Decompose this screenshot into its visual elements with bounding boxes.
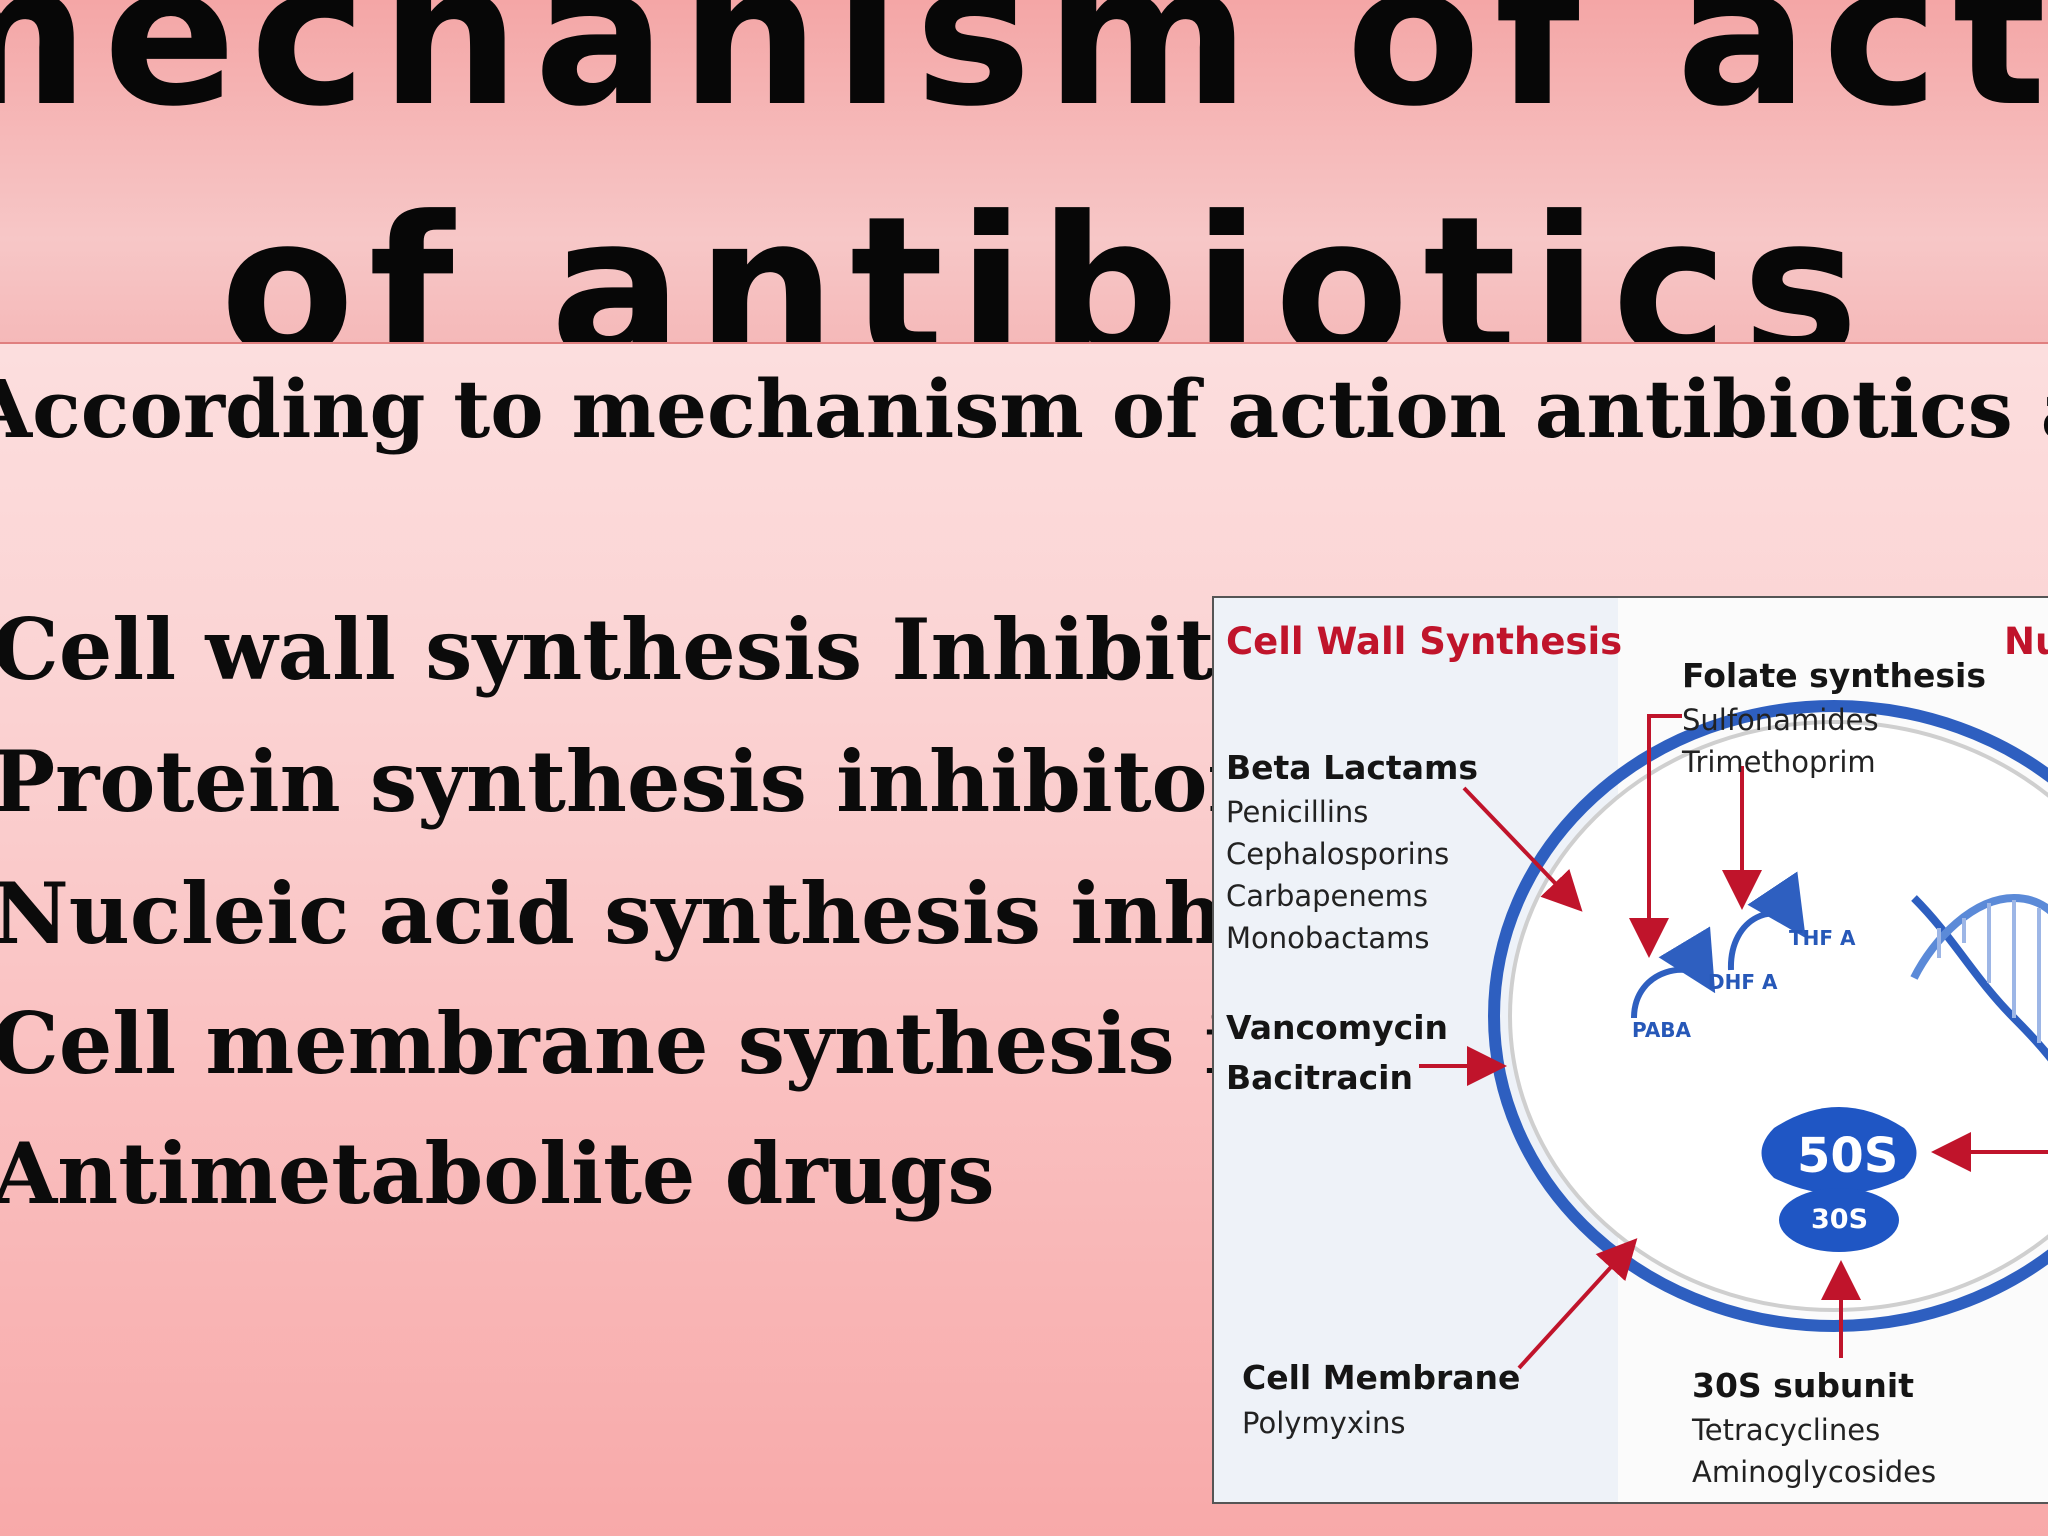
list-item: Antimetabolite drugs	[0, 1124, 995, 1223]
drug-label: Cephalosporins	[1226, 837, 1450, 871]
figure-heading-nucleic: Nu	[2004, 620, 2048, 663]
intro-text: According to mechanism of action antibio…	[0, 362, 2048, 456]
arrow-sulfonamides	[1629, 714, 1682, 958]
cell-membrane-label: Cell Membrane	[1242, 1358, 1521, 1397]
drug-label: Monobactams	[1226, 921, 1430, 955]
slide-title-line-2: of antibiotics	[220, 175, 1873, 344]
drug-label: Polymyxins	[1242, 1406, 1406, 1440]
drug-label: Sulfonamides	[1682, 703, 1879, 737]
beta-lactams-label: Beta Lactams	[1226, 748, 1478, 787]
arrow-beta-lactams	[1462, 786, 1583, 912]
ribosome-50s-label: 50S	[1797, 1128, 1899, 1184]
ribosome-30s-shape	[1779, 1188, 1899, 1252]
cell-membrane-outline	[1508, 720, 2048, 1312]
arrow-cell-membrane	[1517, 1238, 1638, 1370]
list-item: Cell wall synthesis Inhibitor	[0, 600, 1315, 699]
dhfa-label: DHF A	[1708, 970, 1778, 994]
bacitracin-label: Bacitracin	[1226, 1058, 1413, 1097]
figure-graphics	[1419, 700, 2048, 1370]
list-item: Protein synthesis inhibitor	[0, 732, 1252, 831]
paba-label: PABA	[1632, 1018, 1692, 1042]
thfa-label: THF A	[1789, 926, 1856, 950]
slide-title-line-1: mechanism of action	[0, 0, 2048, 150]
figure-heading-cell-wall: Cell Wall Synthesis	[1226, 620, 1623, 663]
ribosome-30s-label: 30S	[1811, 1204, 1869, 1235]
drug-label: Carbapenems	[1226, 879, 1428, 913]
drug-label: Trimethoprim	[1682, 745, 1876, 779]
vancomycin-label: Vancomycin	[1226, 1008, 1448, 1047]
drug-label: Penicillins	[1226, 795, 1369, 829]
folate-synthesis-label: Folate synthesis	[1682, 656, 1986, 695]
drug-label: Aminoglycosides	[1692, 1455, 1937, 1489]
ribosome-50s-shape	[1761, 1107, 1917, 1194]
30s-subunit-label: 30S subunit	[1692, 1366, 1915, 1405]
antibiotic-targets-figure: Cell Wall Synthesis Nu Beta Lactams Peni…	[1212, 596, 2048, 1504]
arrow-dhfa-thfa	[1727, 871, 1806, 971]
arrow-paba-dhfa	[1631, 926, 1716, 1019]
title-banner: mechanism of action of antibiotics	[0, 0, 2048, 344]
drug-label: Tetracyclines	[1692, 1413, 1881, 1447]
dna-helix-icon	[1910, 893, 2048, 1062]
cell-wall-outline	[1488, 700, 2048, 1332]
